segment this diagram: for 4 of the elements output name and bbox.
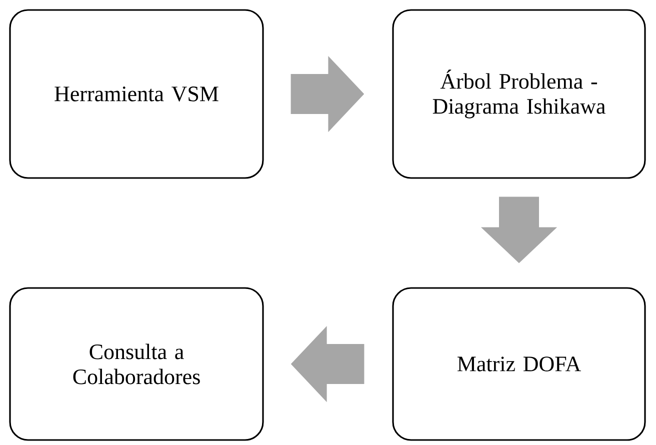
- process-box: Consulta a Colaboradores: [9, 287, 264, 441]
- process-box: Árbol Problema - Diagrama Ishikawa: [392, 9, 646, 179]
- process-box: Matriz DOFA: [392, 287, 646, 441]
- process-box: Herramienta VSM: [9, 9, 264, 179]
